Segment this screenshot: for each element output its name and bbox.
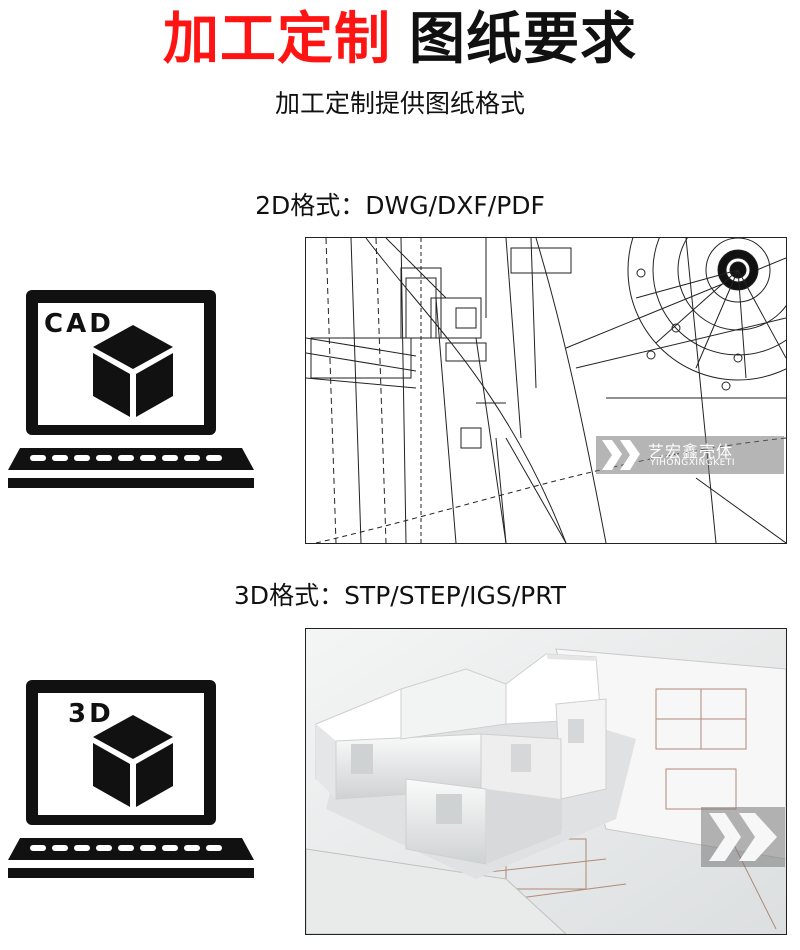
format-label-3d: 3D格式：STP/STEP/IGS/PRT: [233, 581, 567, 610]
page-subtitle: 加工定制提供图纸格式: [274, 89, 525, 118]
drawing-lines: [306, 238, 786, 543]
page-title: 加工定制图纸要求: [0, 8, 800, 72]
watermark-3d: [701, 807, 785, 867]
screen-text-cad: CAD: [44, 309, 114, 339]
format-label-2d: 2D格式：DWG/DXF/PDF: [255, 191, 545, 220]
keyboard-base-icon: [8, 448, 254, 488]
technical-drawing-image: 艺宏鑫壳体 YIHONGXINGKETI: [305, 237, 787, 544]
watermark-logo-icon: [602, 440, 640, 470]
cube-icon: [93, 715, 173, 807]
architectural-model-image: [305, 628, 787, 935]
watermark-2d: 艺宏鑫壳体 YIHONGXINGKETI: [596, 436, 784, 474]
laptop-screen: CAD: [26, 290, 216, 435]
screen-text-3d: 3D: [68, 699, 114, 729]
laptop-screen: 3D: [26, 680, 216, 825]
watermark-text-cn: 艺宏鑫壳体: [648, 442, 734, 461]
title-black-part: 图纸要求: [409, 7, 637, 72]
watermark-logo-icon: [709, 813, 777, 861]
model-illustration: [306, 629, 786, 934]
watermark-text-en: YIHONGXINGKETI: [650, 458, 735, 468]
keyboard-base-icon: [8, 838, 254, 878]
cube-icon: [93, 325, 173, 417]
title-red-part: 加工定制: [163, 7, 391, 72]
